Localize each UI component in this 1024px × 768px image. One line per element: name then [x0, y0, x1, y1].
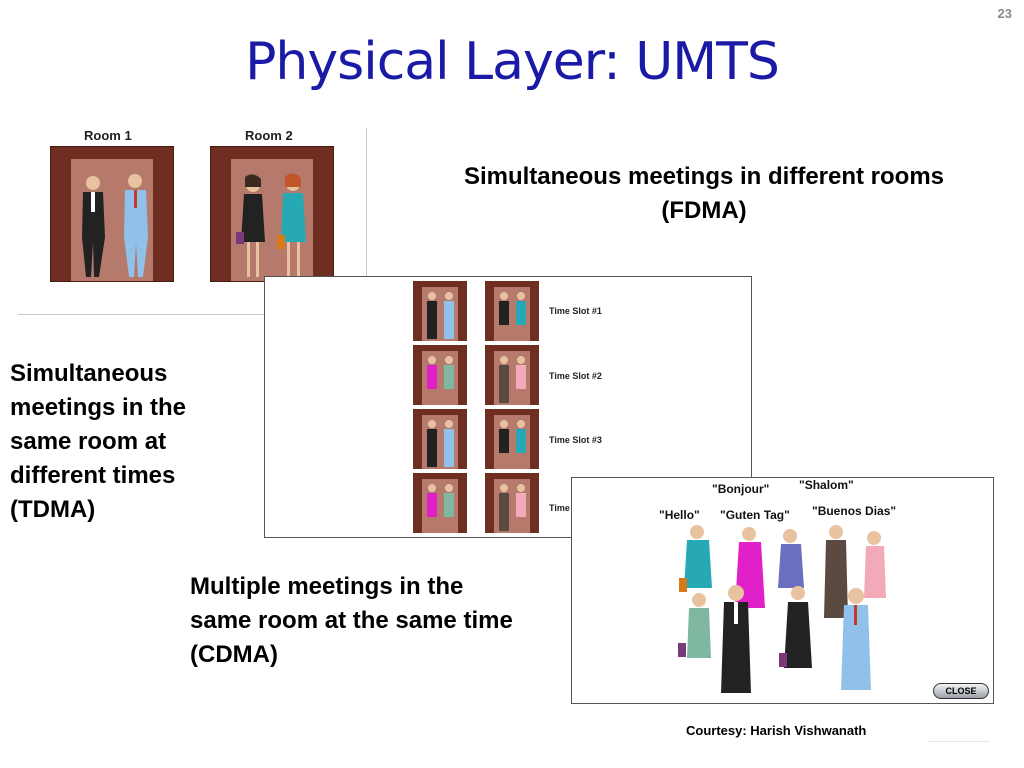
cdma-people [678, 525, 886, 693]
divider [928, 741, 990, 742]
tdma-room [413, 281, 467, 341]
quote-bonjour: "Bonjour" [712, 482, 770, 496]
tdma-room [485, 409, 539, 469]
room-1-people [82, 174, 148, 277]
quote-shalom: "Shalom" [799, 478, 854, 492]
room-2-people [236, 173, 306, 277]
room-2 [210, 146, 334, 282]
fdma-caption-line-1: Simultaneous meetings in different rooms [463, 163, 945, 190]
courtesy-note: Courtesy: Harish Vishwanath [686, 723, 867, 738]
page-number: 23 [997, 6, 1012, 21]
room-1-label: Room 1 [84, 128, 132, 143]
time-slot-4-label: Time [549, 503, 570, 513]
tdma-caption-line: Simultaneous [10, 360, 168, 387]
quote-buenos-dias: "Buenos Dias" [812, 504, 897, 518]
cdma-caption-line: (CDMA) [190, 641, 278, 668]
cdma-caption-line: Multiple meetings in the [190, 573, 464, 600]
tdma-room [413, 409, 467, 469]
tdma-caption: Simultaneous meetings in the same room a… [10, 357, 250, 527]
fdma-caption-line-2: (FDMA) [661, 197, 747, 224]
time-slot-1-label: Time Slot #1 [549, 306, 602, 316]
tdma-caption-line: (TDMA) [10, 496, 96, 523]
tdma-caption-line: meetings in the [10, 394, 187, 421]
slide-title: Physical Layer: UMTS [245, 32, 780, 92]
room-2-label: Room 2 [245, 128, 293, 143]
tdma-room [413, 345, 467, 405]
fdma-caption: Simultaneous meetings in different rooms… [400, 160, 1008, 228]
tdma-caption-line: different times [10, 462, 176, 489]
tdma-caption-line: same room at [10, 428, 167, 455]
tdma-room [485, 473, 539, 533]
quote-guten-tag: "Guten Tag" [720, 508, 790, 522]
fdma-illustration: Room 1 Room 2 [18, 128, 367, 315]
tdma-room [413, 473, 467, 533]
room-1 [50, 146, 174, 282]
cdma-caption: Multiple meetings in the same room at th… [190, 570, 590, 672]
time-slot-3-label: Time Slot #3 [549, 435, 602, 445]
cdma-illustration: "Bonjour" "Shalom" "Hello" "Guten Tag" "… [571, 477, 994, 704]
tdma-room [485, 345, 539, 405]
close-button[interactable]: CLOSE [933, 683, 989, 699]
time-slot-2-label: Time Slot #2 [549, 371, 602, 381]
tdma-room [485, 281, 539, 341]
cdma-caption-line: same room at the same time [190, 607, 513, 634]
quote-hello: "Hello" [659, 508, 700, 522]
